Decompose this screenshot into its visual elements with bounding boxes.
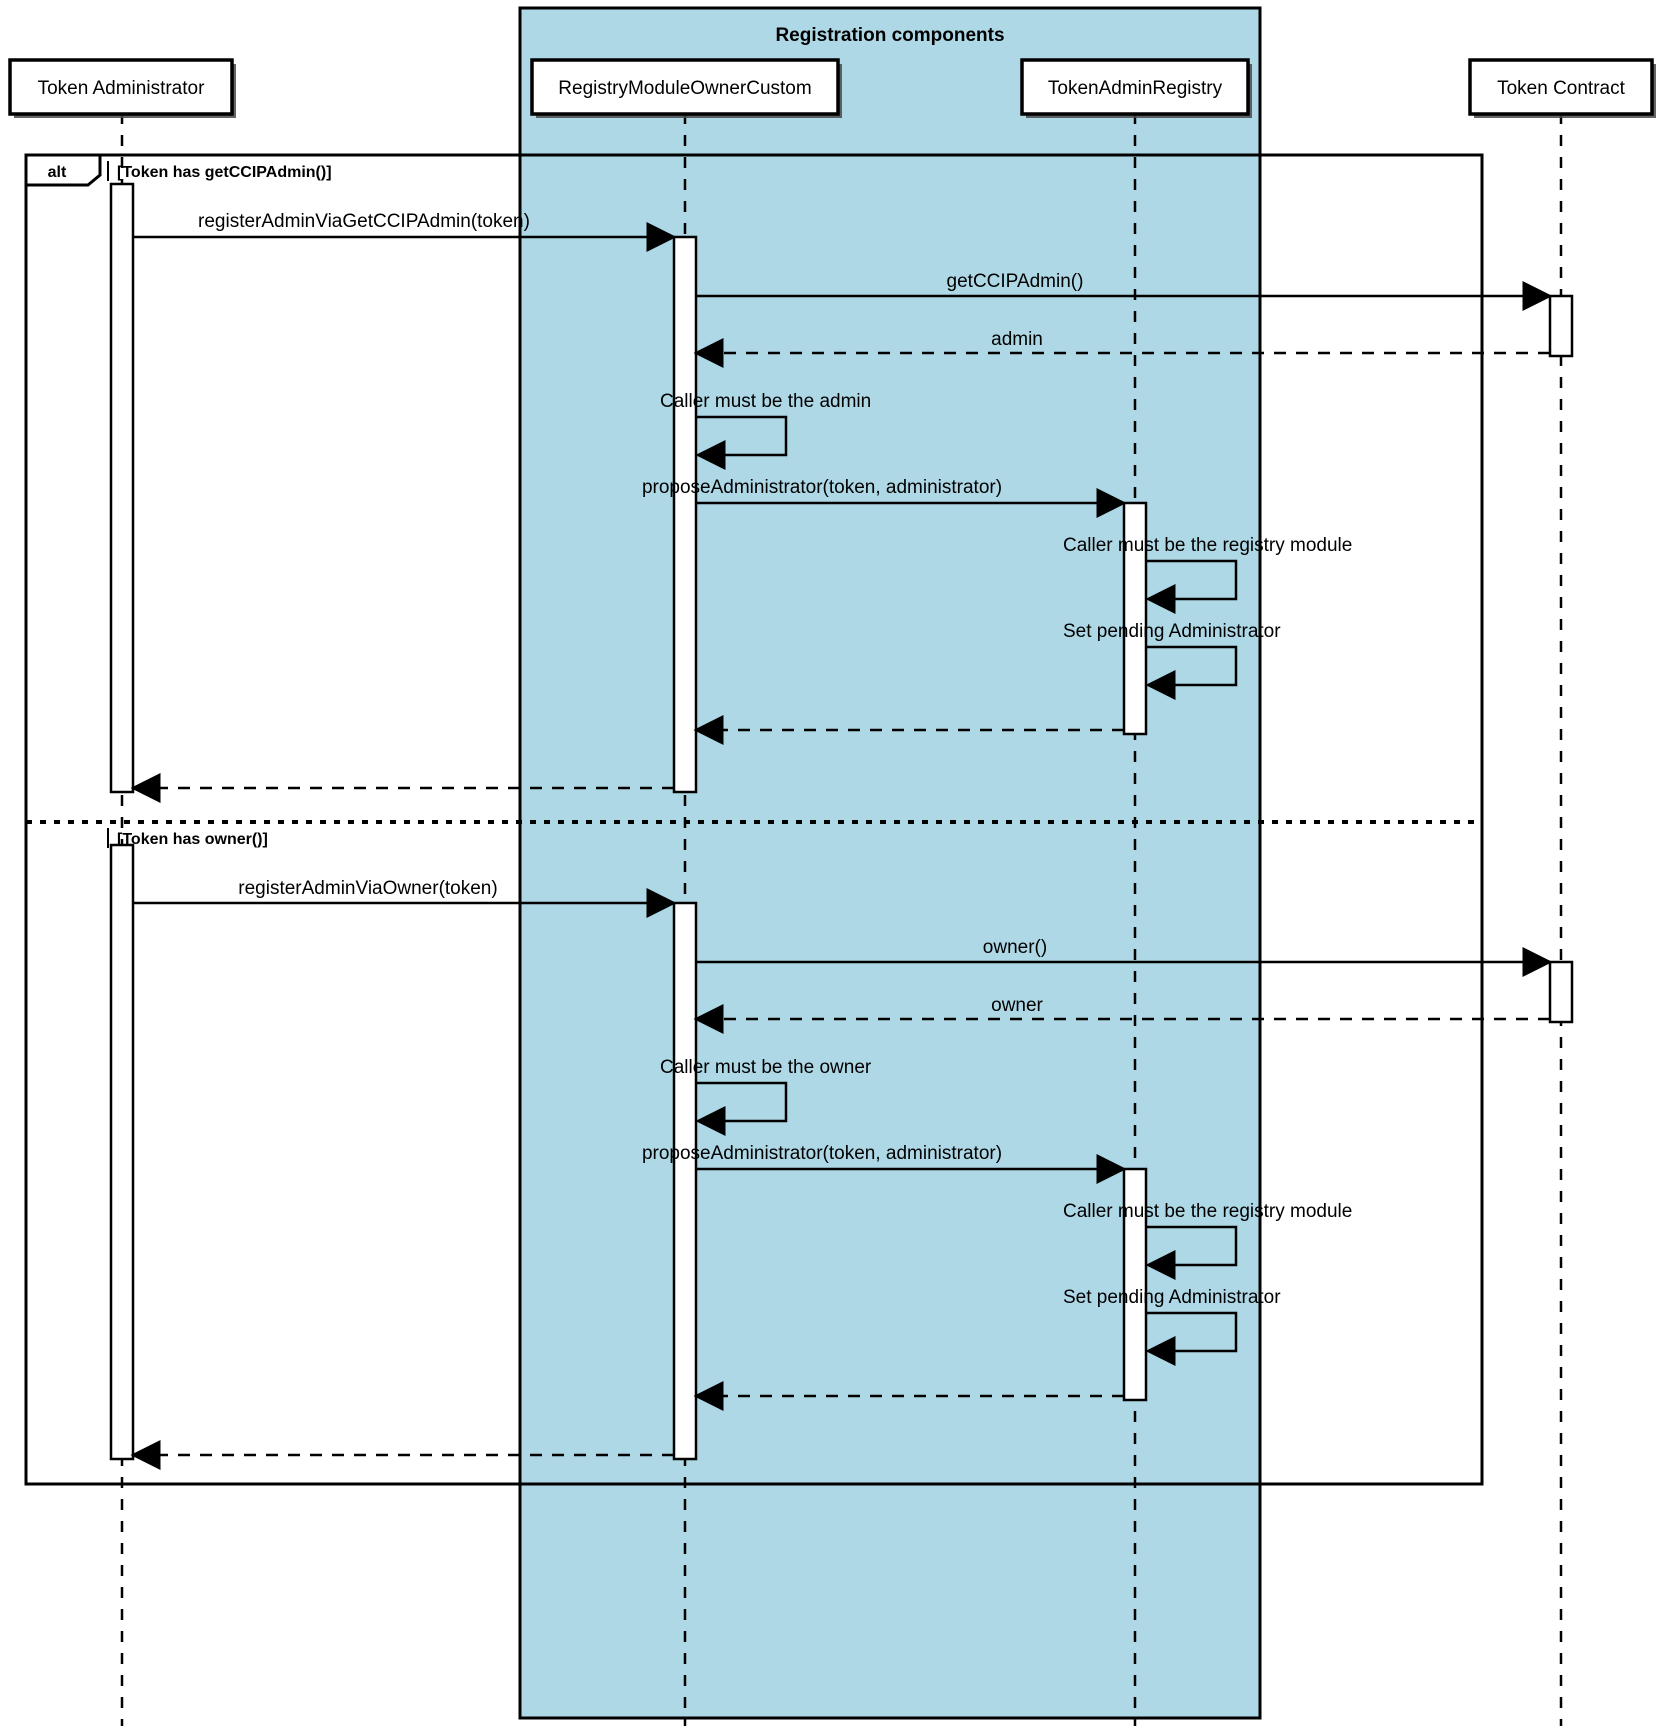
self-message-m6	[1145, 559, 1238, 614]
participant-box-tar[interactable]	[1020, 58, 1250, 116]
message-label-m2: getCCIPAdmin()	[947, 271, 1084, 292]
participant-box-token[interactable]	[1468, 58, 1654, 116]
message-label-m13: Caller must be the owner	[660, 1057, 872, 1078]
message-label-m10: registerAdminViaOwner(token)	[238, 878, 497, 899]
alt-condition-0: [Token has getCCIPAdmin()]	[117, 164, 332, 181]
messages-layer: registerAdminViaGetCCIPAdmin(token) getCC…	[130, 211, 1553, 1470]
participant-box-admin[interactable]	[8, 58, 234, 116]
alt-operator-label: alt	[48, 164, 67, 181]
participant-box-registry[interactable]	[530, 58, 840, 116]
self-message-m13	[695, 1081, 788, 1136]
activation-bar-registry	[672, 235, 698, 794]
activation-bar-admin	[109, 182, 135, 794]
message-label-m16: Set pending Administrator	[1063, 1287, 1281, 1308]
message-label-m11: owner()	[983, 937, 1047, 958]
group-box-rect	[518, 6, 1262, 1720]
activation-bar-tar	[1122, 501, 1148, 736]
group-box-registration-components: Registration components	[518, 6, 1262, 1720]
message-label-m1: registerAdminViaGetCCIPAdmin(token)	[198, 211, 530, 232]
participant-label-admin: Token Administrator	[38, 78, 206, 99]
participant-label-tar: TokenAdminRegistry	[1048, 78, 1223, 99]
self-message-m4	[695, 415, 788, 470]
activation-bars-layer	[109, 182, 1574, 1461]
self-message-m7	[1145, 645, 1238, 700]
alt-fragment-layer: alt [Token has getCCIPAdmin()] [Token has …	[24, 153, 1484, 1486]
alt-fragment-label-tab	[24, 153, 102, 187]
activation-bar-token	[1548, 960, 1574, 1024]
activation-bar-tar	[1122, 1167, 1148, 1402]
participant-label-token: Token Contract	[1497, 78, 1626, 99]
participant-boxes-layer: Token Administrator RegistryModuleOwnerCu…	[8, 58, 1656, 118]
activation-bar-token	[1548, 294, 1574, 358]
activation-bar-registry	[672, 901, 698, 1461]
message-label-m6: Caller must be the registry module	[1063, 535, 1352, 556]
message-label-m5: proposeAdministrator(token, administrato…	[642, 477, 1002, 498]
self-message-m16	[1145, 1311, 1238, 1366]
message-label-m7: Set pending Administrator	[1063, 621, 1281, 642]
participant-label-registry: RegistryModuleOwnerCustom	[558, 78, 811, 99]
group-box-title: Registration components	[775, 25, 1004, 46]
message-label-m4: Caller must be the admin	[660, 391, 871, 412]
self-message-m15	[1145, 1225, 1238, 1280]
message-label-m14: proposeAdministrator(token, administrato…	[642, 1143, 1002, 1164]
message-label-m12: owner	[991, 995, 1043, 1016]
message-label-m15: Caller must be the registry module	[1063, 1201, 1352, 1222]
alt-condition-1: [Token has owner()]	[117, 831, 268, 848]
message-label-m3: admin	[991, 329, 1043, 350]
alt-fragment-rect	[24, 153, 1484, 1486]
activation-bar-admin	[109, 843, 135, 1461]
